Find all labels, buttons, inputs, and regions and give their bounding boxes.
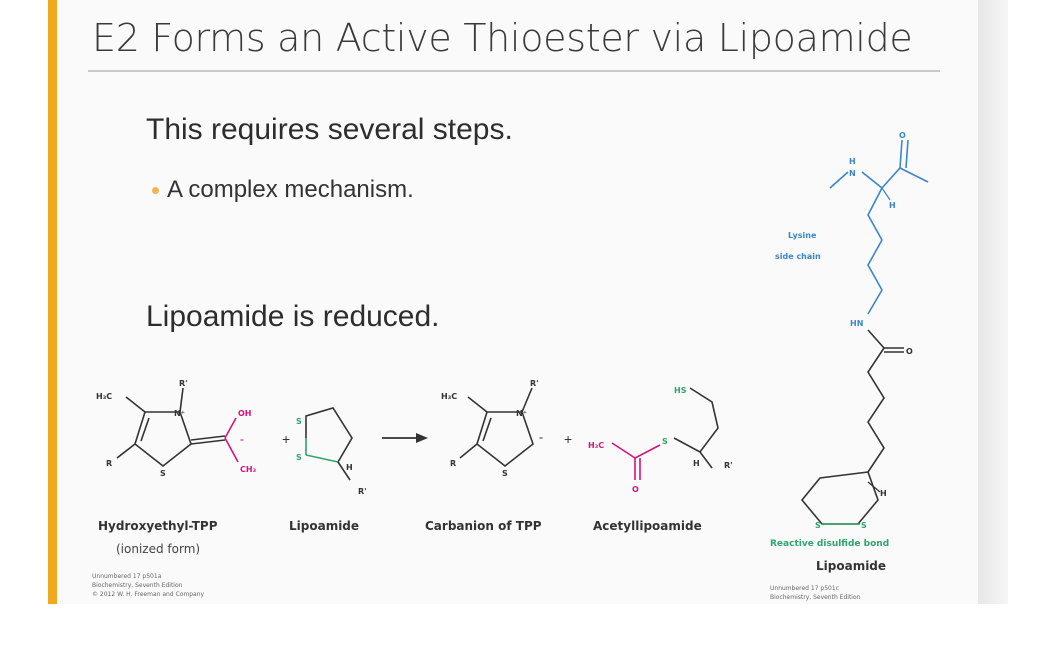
acetyllipoamide-structure bbox=[611, 387, 719, 480]
bullet-text: A complex mechanism. bbox=[167, 176, 414, 203]
accent-bar bbox=[48, 0, 57, 604]
atom-label: CH₃ bbox=[240, 465, 257, 474]
atom-label: H bbox=[693, 459, 700, 468]
atom-label: S bbox=[296, 453, 302, 462]
atom-label: S bbox=[502, 469, 508, 478]
atom-label: H bbox=[889, 201, 896, 210]
carbanion-tpp-structure bbox=[459, 387, 534, 468]
atom-label: O bbox=[899, 131, 906, 140]
atom-label: – bbox=[240, 435, 244, 444]
atom-label: N⁺ bbox=[516, 409, 527, 418]
plus-sign: + bbox=[282, 431, 290, 447]
atom-label: HN bbox=[850, 319, 863, 328]
lysine-side-chain bbox=[829, 139, 929, 315]
atom-label: R' bbox=[358, 487, 367, 496]
slide bbox=[48, 0, 978, 604]
figure-credit: Biochemistry, Seventh Edition bbox=[770, 594, 861, 601]
lysine-label-line1: Lysine bbox=[788, 231, 817, 240]
caption-lipoamide-structure: Lipoamide bbox=[816, 559, 886, 573]
atom-label: N bbox=[849, 169, 856, 178]
atom-label: H₃C bbox=[96, 392, 112, 401]
figure-credit: © 2012 W. H. Freeman and Company bbox=[92, 591, 205, 598]
atom-label: R bbox=[450, 459, 456, 468]
atom-label: N⁺ bbox=[174, 409, 185, 418]
lipoamide-ring bbox=[305, 407, 353, 481]
atom-label: R bbox=[106, 459, 112, 468]
atom-label: – bbox=[539, 433, 543, 442]
caption-acetyllipoamide: Acetyllipoamide bbox=[593, 519, 702, 533]
atom-label: O bbox=[632, 485, 639, 494]
atom-label: S bbox=[861, 521, 867, 530]
atom-label: H₃C bbox=[441, 392, 457, 401]
atom-label: S bbox=[296, 417, 302, 426]
figure-credit: Unnumbered 17 p501a bbox=[92, 573, 162, 580]
reaction-arrow bbox=[382, 433, 428, 443]
atom-label: OH bbox=[238, 409, 252, 418]
hydroxyethyl-tpp-structure bbox=[116, 387, 226, 468]
atom-label: HS bbox=[674, 386, 687, 395]
atom-label: H₃C bbox=[588, 441, 604, 450]
atom-label: H bbox=[849, 157, 856, 166]
caption-ionized-form: (ionized form) bbox=[116, 542, 200, 556]
figure-credit: Biochemistry, Seventh Edition bbox=[92, 582, 183, 589]
bullet-item: A complex mechanism. bbox=[152, 176, 414, 204]
atom-label: H bbox=[880, 489, 887, 498]
atom-label: S bbox=[662, 437, 668, 446]
plus-sign: + bbox=[564, 431, 572, 447]
atom-label: R' bbox=[179, 379, 188, 388]
body-line-2: Lipoamide is reduced. bbox=[146, 300, 440, 333]
atom-label: S bbox=[160, 469, 166, 478]
lipoyl-chain bbox=[800, 329, 904, 525]
atom-label: R' bbox=[724, 461, 733, 470]
atom-label: S bbox=[815, 521, 821, 530]
caption-carbanion-tpp: Carbanion of TPP bbox=[425, 519, 542, 533]
hydroxyethyl-side-chain bbox=[224, 417, 239, 463]
slide-shadow bbox=[978, 0, 1008, 604]
atom-label: H bbox=[346, 463, 353, 472]
caption-hydroxyethyl-tpp: Hydroxyethyl-TPP bbox=[98, 519, 218, 533]
body-line-1: This requires several steps. bbox=[146, 113, 513, 146]
atom-label: R' bbox=[530, 379, 539, 388]
atom-label: O bbox=[906, 347, 913, 356]
bullet-dot-icon bbox=[152, 187, 159, 195]
disulfide-bond-label: Reactive disulfide bond bbox=[770, 539, 889, 549]
figure-credit: Unnumbered 17 p501c bbox=[770, 585, 839, 592]
caption-lipoamide: Lipoamide bbox=[289, 519, 359, 533]
slide-title: E2 Forms an Active Thioester via Lipoami… bbox=[92, 16, 913, 60]
title-divider bbox=[88, 70, 940, 72]
lysine-label-line2: side chain bbox=[775, 252, 821, 261]
